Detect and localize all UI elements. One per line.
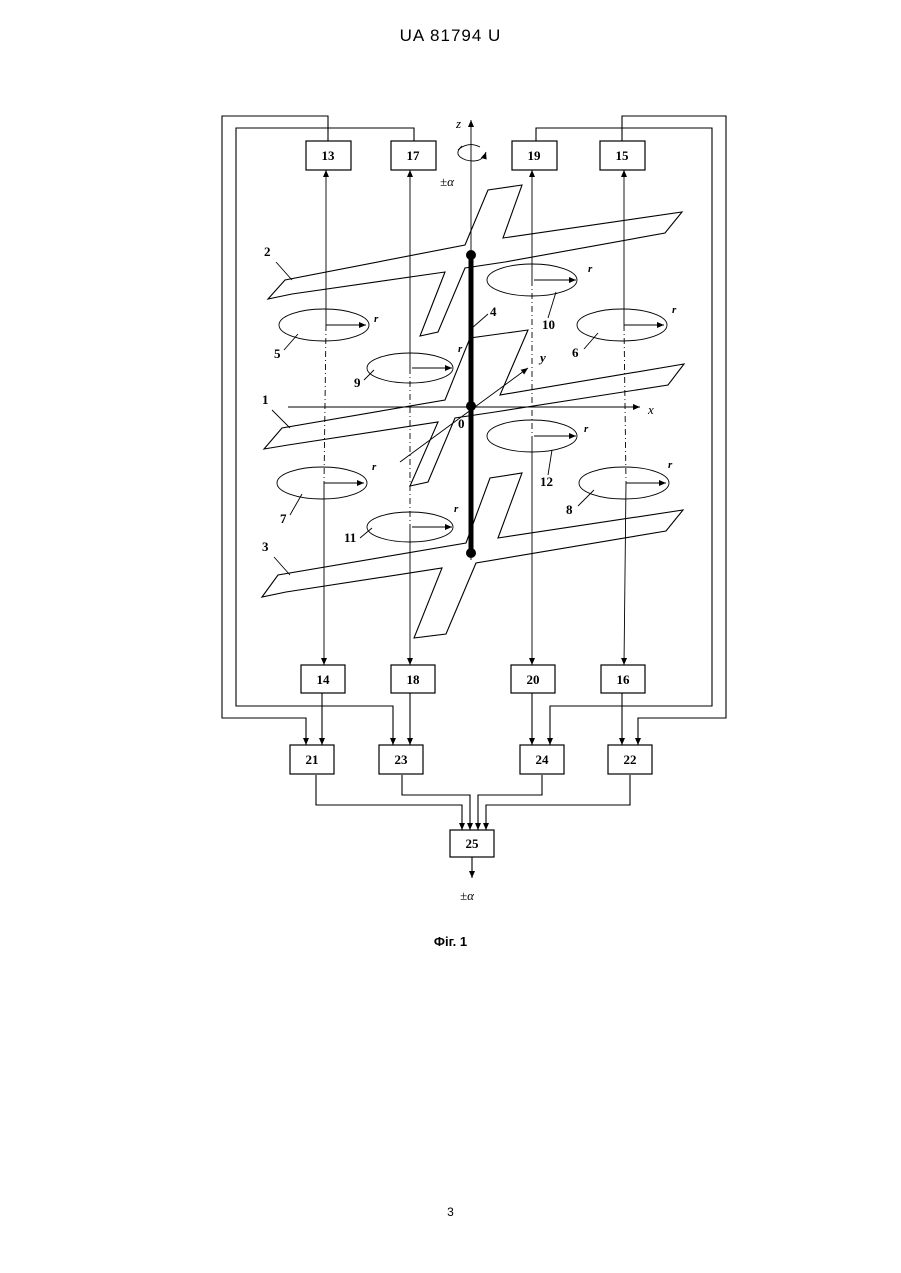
plate-upper — [268, 185, 682, 336]
rod-node-bottom — [466, 548, 476, 558]
origin-label: 0 — [458, 416, 465, 431]
part-label-6: 6 — [572, 345, 579, 360]
diagram-label: 15 — [616, 148, 630, 163]
diagram-label: 20 — [527, 672, 540, 687]
diagram-label: 22 — [624, 752, 637, 767]
rod-node-center — [466, 401, 476, 411]
part-label-12: 12 — [540, 474, 553, 489]
diagram-label: 19 — [528, 148, 542, 163]
block-24: 24 — [520, 745, 564, 774]
diagram-label: 16 — [617, 672, 631, 687]
diagram-label: 23 — [395, 752, 409, 767]
block-20: 20 — [511, 665, 555, 693]
diagram-label: r — [454, 503, 459, 515]
diagram-label: r — [372, 461, 377, 473]
diagram-label: r — [458, 343, 463, 355]
part-label-9: 9 — [354, 375, 361, 390]
part-label-3: 3 — [262, 539, 269, 554]
diagram-label: 21 — [306, 752, 319, 767]
diagram-label: 17 — [407, 148, 421, 163]
diagram-label: 25 — [466, 836, 480, 851]
diagram-label: 14 — [317, 672, 331, 687]
diagram-label: r — [588, 263, 593, 275]
part-label-2: 2 — [264, 244, 271, 259]
block-23: 23 — [379, 745, 423, 774]
block-13: 13 — [306, 141, 351, 170]
block-17: 17 — [391, 141, 436, 170]
diagram-label: r — [672, 304, 677, 316]
coil-6 — [577, 309, 667, 341]
block-18: 18 — [391, 665, 435, 693]
block-19: 19 — [512, 141, 557, 170]
output-label: ±α — [460, 888, 475, 903]
y-axis-label: y — [538, 350, 546, 365]
x-axis-label: x — [647, 402, 654, 417]
part-label-7: 7 — [280, 511, 287, 526]
block-21: 21 — [290, 745, 334, 774]
part-label-11: 11 — [344, 530, 356, 545]
figure-caption: Фіг. 1 — [0, 934, 901, 949]
block-16: 16 — [601, 665, 645, 693]
coil-5 — [279, 309, 369, 341]
part-label-5: 5 — [274, 346, 281, 361]
block-25: 25 — [450, 830, 494, 857]
rotation-arrow-icon — [458, 146, 486, 161]
part-label-10: 10 — [542, 317, 555, 332]
diagram-label: 24 — [536, 752, 550, 767]
block-22: 22 — [608, 745, 652, 774]
page-number: 3 — [0, 1205, 901, 1219]
part-label-1: 1 — [262, 392, 269, 407]
block-15: 15 — [600, 141, 645, 170]
diagram-label: r — [374, 313, 379, 325]
part-label-8: 8 — [566, 502, 573, 517]
coil-7 — [277, 467, 367, 499]
rotation-label: ±α — [440, 174, 455, 189]
diagram-label: r — [584, 423, 589, 435]
block-14: 14 — [301, 665, 345, 693]
part-label-4: 4 — [490, 304, 497, 319]
diagram-label: 18 — [407, 672, 421, 687]
coil-8 — [579, 467, 669, 499]
rod-node-top — [466, 250, 476, 260]
diagram-label: r — [668, 459, 673, 471]
z-axis-label: z — [455, 116, 461, 131]
diagram-label: 13 — [322, 148, 336, 163]
